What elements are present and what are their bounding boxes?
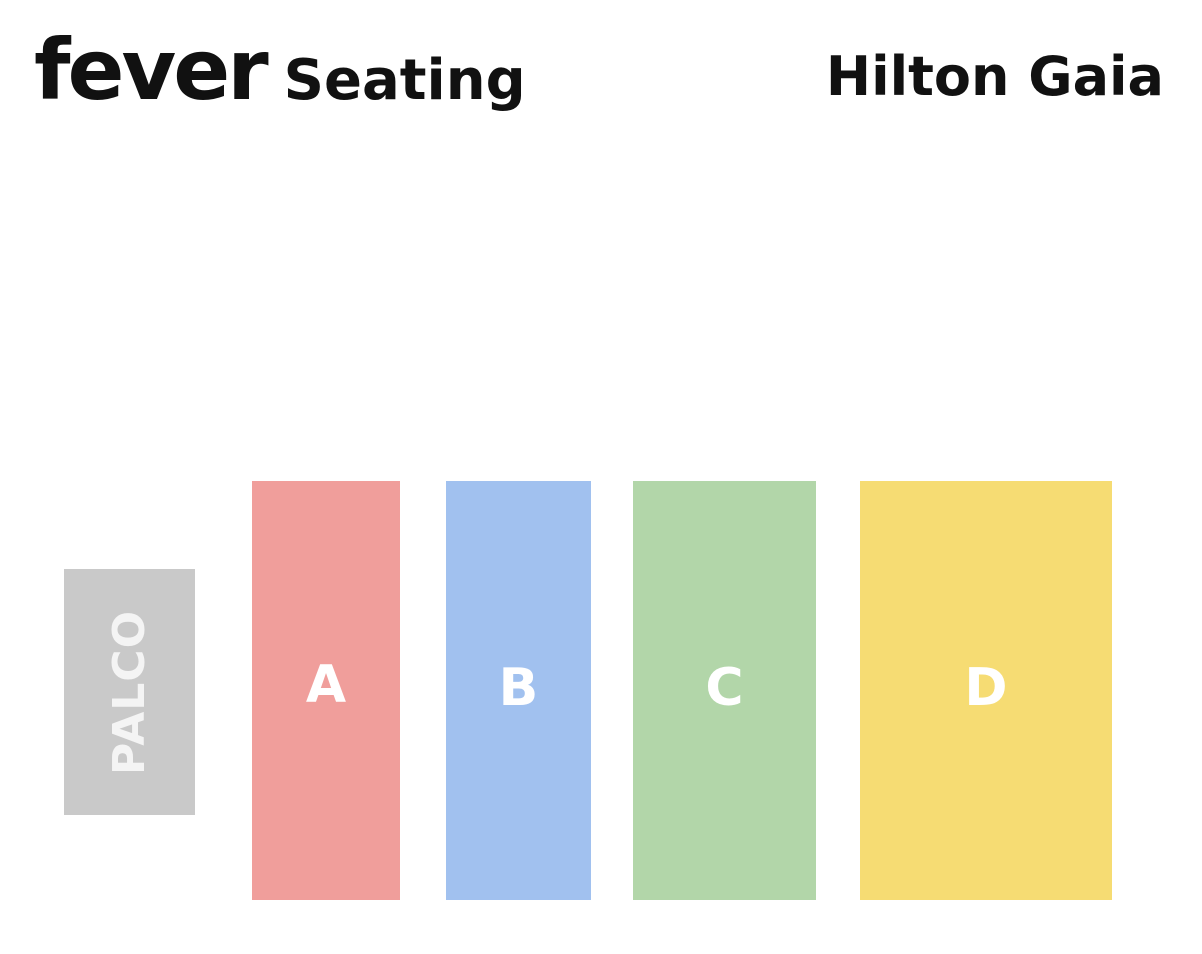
stage-label: PALCO <box>104 609 155 775</box>
section-b[interactable]: B <box>446 481 591 900</box>
section-a-label: A <box>305 654 347 715</box>
section-b-label: B <box>498 657 539 718</box>
stage-block: PALCO <box>64 569 195 815</box>
fever-logo[interactable]: fever <box>34 21 269 119</box>
section-d-label: D <box>964 657 1008 718</box>
section-a[interactable]: A <box>252 481 400 900</box>
venue-name: Hilton Gaia <box>825 45 1164 108</box>
header: fever Seating Hilton Gaia <box>0 0 1202 140</box>
brand: fever Seating <box>34 28 526 112</box>
section-c[interactable]: C <box>633 481 816 900</box>
section-c-label: C <box>705 657 744 718</box>
product-name: Seating <box>283 48 526 113</box>
section-d[interactable]: D <box>860 481 1112 900</box>
